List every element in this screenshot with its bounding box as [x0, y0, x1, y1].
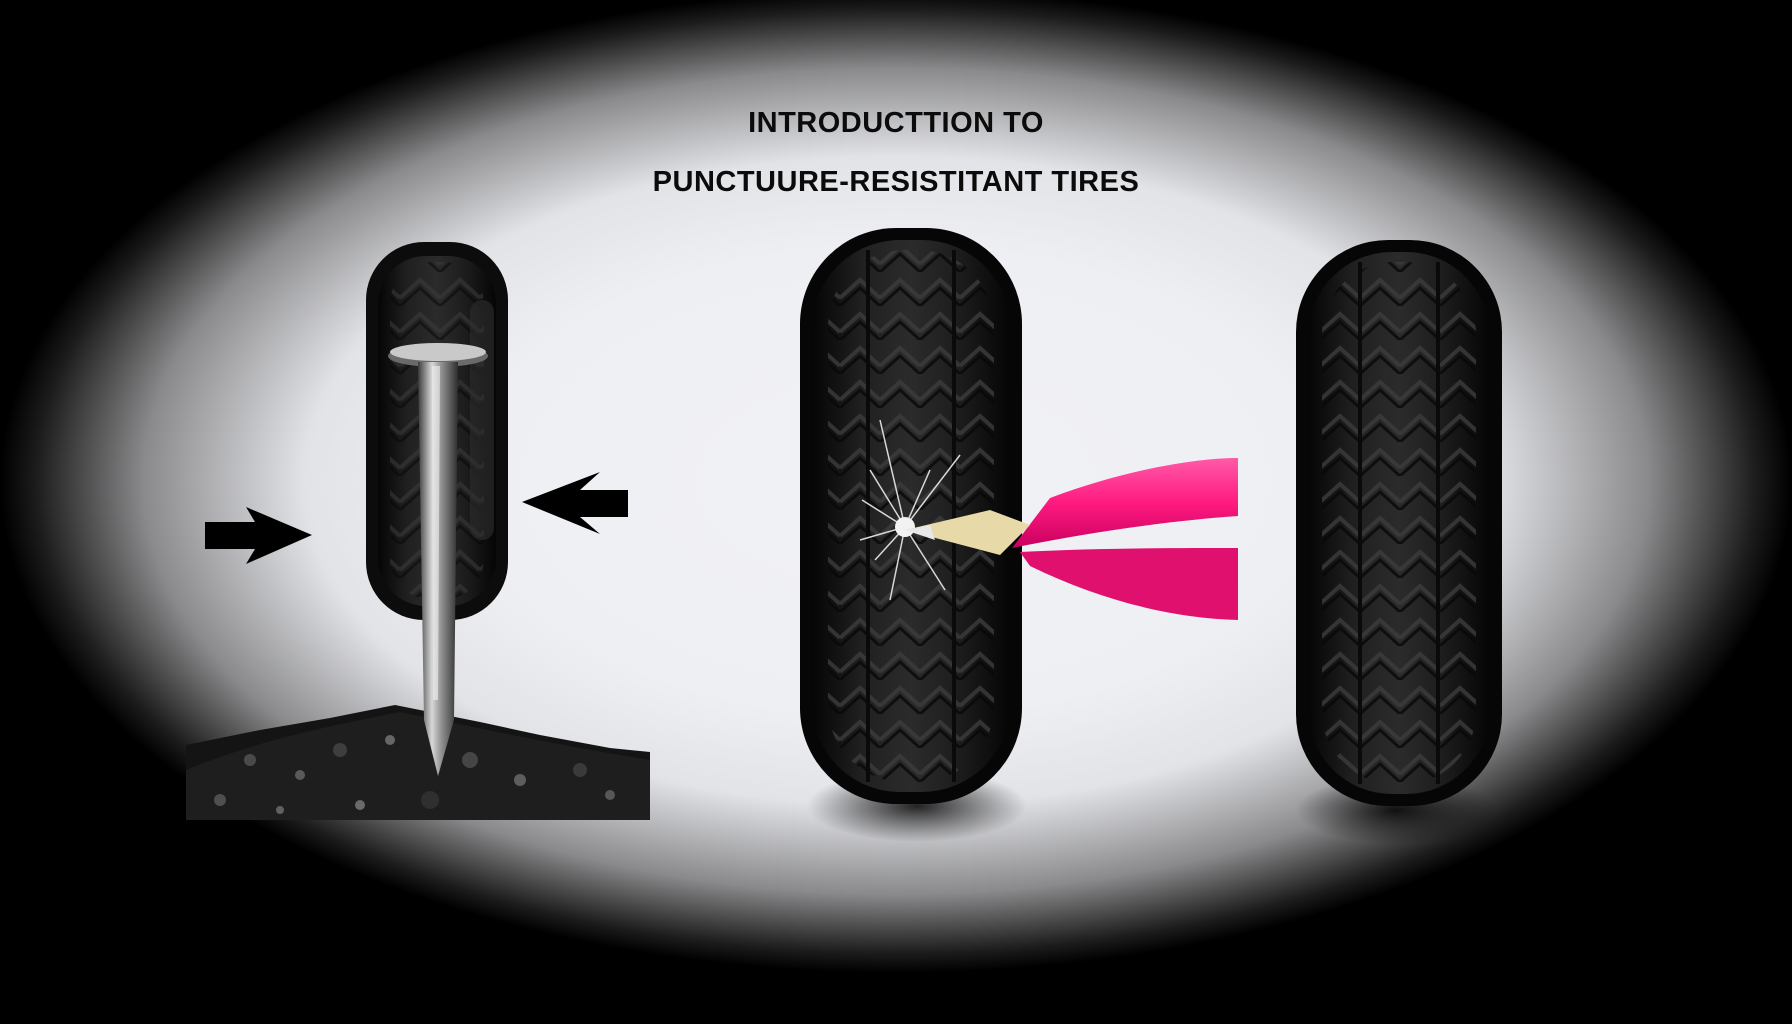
probe-tool [905, 458, 1238, 620]
punctured-tire-panel [800, 228, 1238, 842]
arrow-right-icon [205, 507, 312, 564]
gravel-pile [186, 705, 650, 820]
title-line-2: PUNCTUURE-RESISTITANT TIRES [652, 166, 1140, 198]
puncture-crack [859, 419, 961, 601]
tire-intact [1296, 240, 1502, 806]
arrow-left-icon [522, 472, 628, 534]
nail-panel [186, 242, 650, 820]
intact-tire-panel [1296, 240, 1502, 844]
tire-punctured [800, 228, 1022, 804]
nail [388, 343, 488, 776]
title-line-1: INTRODUCTTION TO [748, 107, 1044, 139]
